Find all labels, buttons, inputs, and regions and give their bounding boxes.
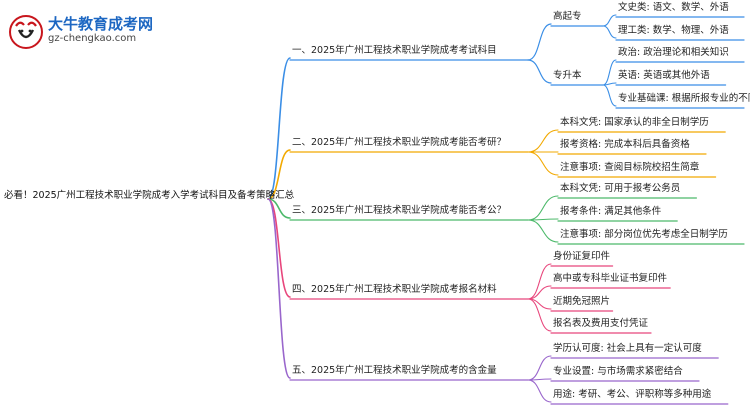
leaf-node: 注意事项: 查阅目标院校招生简章 — [560, 162, 700, 173]
sub-branch-2: 专升本 — [553, 70, 582, 81]
leaf-link — [527, 129, 559, 153]
leaf-node: 文史类: 语文、数学、外语 — [618, 2, 729, 13]
sub-link-2 — [527, 59, 552, 84]
branch-3: 三、2025年广州工程技术职业学院成考能否考公？ — [292, 205, 507, 216]
branch-link-1 — [267, 57, 291, 200]
branch-2: 二、2025年广州工程技术职业学院成考能否考研？ — [292, 137, 507, 148]
branch-link-4 — [267, 198, 291, 298]
leaf-node: 理工类: 数学、物理、外语 — [618, 25, 729, 36]
leaf-link — [602, 59, 617, 86]
leaf-node: 本科文凭: 可用于报考公务员 — [560, 183, 681, 194]
leaf-link — [527, 379, 552, 403]
leaf-node: 报名表及费用支付凭证 — [553, 318, 649, 329]
leaf-node: 高中或专科毕业证书复印件 — [553, 273, 668, 284]
leaf-node: 报考资格: 完成本科后具备资格 — [560, 139, 690, 150]
logo: 大牛教育成考网 gz-chengkao.com — [8, 10, 168, 50]
leaf-node: 专业设置: 与市场需求紧密结合 — [553, 366, 683, 377]
leaf-node: 本科文凭: 国家承认的非全日制学历 — [560, 117, 709, 128]
leaf-link — [602, 14, 617, 27]
leaf-link — [602, 25, 617, 39]
logo-title: 大牛教育成考网 — [48, 15, 154, 33]
branch-5: 五、2025年广州工程技术职业学院成考的含金量 — [292, 365, 497, 376]
leaf-node: 注意事项: 部分岗位优先考虑全日制学历 — [560, 229, 728, 240]
leaf-link — [602, 84, 617, 107]
leaf-link — [527, 298, 552, 332]
branch-link-2 — [267, 149, 291, 200]
branch-1: 一、2025年广州工程技术职业学院成考考试科目 — [292, 45, 497, 56]
sub-link-1 — [527, 23, 552, 61]
branch-4: 四、2025年广州工程技术职业学院成考报名材料 — [292, 284, 497, 295]
bull-logo-icon — [9, 15, 43, 49]
leaf-node: 学历认可度: 社会上具有一定认可度 — [553, 343, 702, 354]
root-topic: 必看！2025广州工程技术职业学院成考入学考试科目及备考策略汇总 — [4, 190, 295, 201]
leaf-link — [527, 219, 559, 243]
branch-link-5 — [267, 198, 291, 379]
leaf-node: 政治: 政治理论和相关知识 — [618, 47, 729, 58]
sub-branch-1: 高起专 — [553, 11, 582, 22]
leaf-node: 英语: 英语或其他外语 — [618, 70, 710, 81]
leaf-node: 用途: 考研、考公、评职称等多种用途 — [553, 389, 712, 400]
leaf-node: 专业基础课: 根据所报专业的不同 — [618, 93, 750, 104]
leaf-link — [527, 285, 552, 300]
leaf-link — [527, 151, 559, 176]
branch-link-3 — [267, 198, 291, 219]
leaf-link — [527, 263, 552, 300]
logo-url: gz-chengkao.com — [48, 33, 137, 44]
leaf-node: 近期免冠照片 — [553, 296, 611, 307]
leaf-node: 身份证复印件 — [553, 251, 611, 262]
leaf-link — [527, 355, 552, 381]
leaf-link — [527, 195, 559, 221]
leaf-node: 报考条件: 满足其他条件 — [560, 206, 662, 217]
